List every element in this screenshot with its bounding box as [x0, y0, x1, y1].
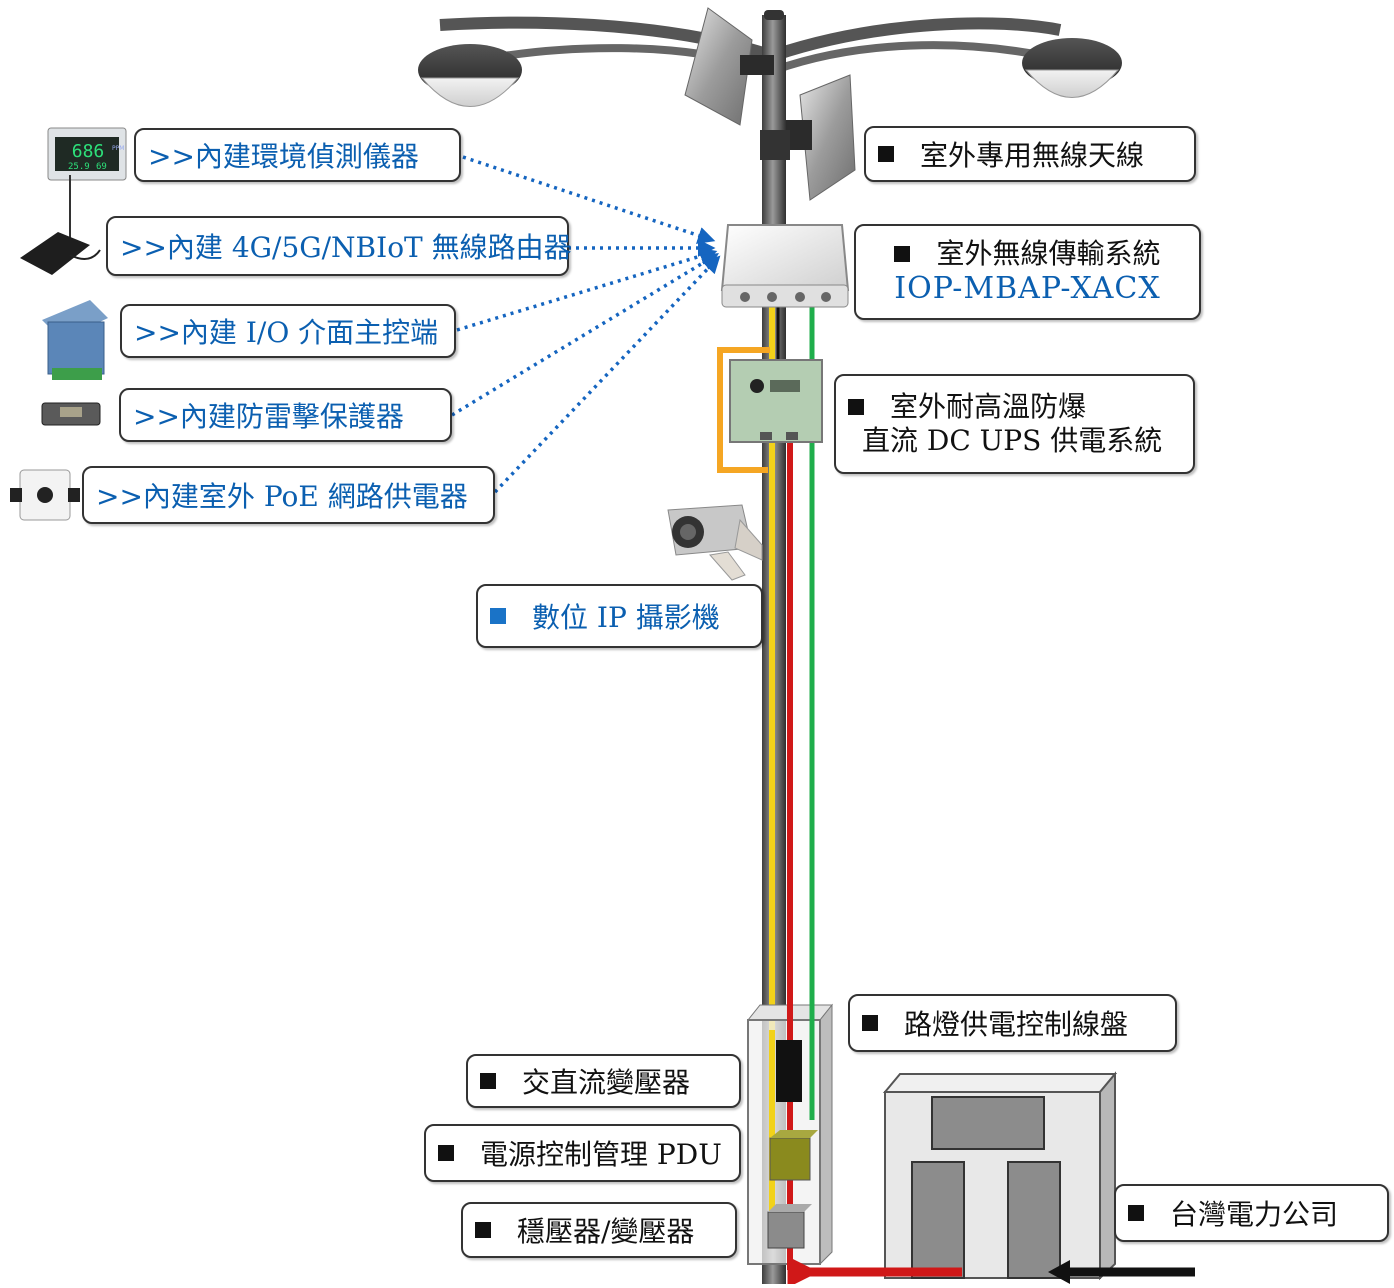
bullet-square-icon [878, 146, 894, 162]
arrow-surge [451, 253, 719, 417]
feature-arrows [451, 155, 721, 494]
label-ups: 室外耐高溫防爆 直流 DC UPS 供電系統 [834, 374, 1195, 474]
label-regulator: 穩壓器/變壓器 [461, 1202, 737, 1258]
bullet-square-icon [475, 1222, 491, 1238]
ups-box [729, 359, 823, 443]
feature-label-env-sensor: >>內建環境偵測儀器 [134, 128, 461, 182]
power-company-building [882, 1071, 1118, 1281]
label-wireless-text: 室外無線傳輸系統 [936, 237, 1161, 271]
svg-text:69: 69 [96, 162, 107, 172]
label-acdc-text: 交直流變壓器 [522, 1066, 691, 1099]
label-utility-text: 台灣電力公司 [1170, 1198, 1339, 1231]
bullet-square-icon [894, 246, 911, 262]
label-wireless-model: IOP-MBAP-XACX [894, 270, 1161, 306]
label-antenna: 室外專用無線天線 [864, 126, 1196, 182]
io-module-image [42, 300, 108, 380]
bullet-square-icon [438, 1145, 454, 1161]
bullet-square-icon [848, 399, 864, 416]
label-power-company: 台灣電力公司 [1114, 1184, 1389, 1242]
arrow-env [462, 155, 716, 244]
label-pdu: 電源控制管理 PDU [424, 1124, 741, 1182]
left-lamp [418, 44, 522, 107]
label-regulator-text: 穩壓器/變壓器 [517, 1215, 695, 1248]
label-ups-line2: 直流 DC UPS 供電系統 [862, 424, 1163, 457]
label-pdu-text: 電源控制管理 PDU [480, 1138, 722, 1171]
router-image [20, 175, 101, 275]
bullet-square-icon [490, 608, 506, 624]
sensor-reading: 686 [72, 141, 105, 162]
right-lamp [1022, 38, 1122, 98]
label-wireless-system: 室外無線傳輸系統 IOP-MBAP-XACX [854, 224, 1201, 320]
environment-sensor-image: 686 25.9 69 PPM [47, 127, 127, 181]
label-ip-camera: 數位 IP 攝影機 [476, 584, 763, 648]
label-acdc-transformer: 交直流變壓器 [466, 1054, 741, 1108]
feature-label-router: >>內建 4G/5G/NBIoT 無線路由器 [106, 216, 572, 276]
svg-text:25.9: 25.9 [68, 162, 90, 172]
ups-bypass-wire [717, 347, 770, 473]
poe-injector-image [10, 469, 80, 521]
bullet-square-icon [1128, 1205, 1144, 1221]
antenna-panels [684, 7, 856, 201]
feature-label-io: >>內建 I/O 介面主控端 [120, 304, 456, 358]
wireless-box [720, 224, 850, 308]
feature-label-poe: >>內建室外 PoE 網路供電器 [82, 466, 495, 524]
acdc-transformer-block [776, 1040, 802, 1102]
label-panel-text: 路燈供電控制線盤 [904, 1008, 1129, 1041]
control-panel-cabinet [746, 1000, 834, 1270]
feature-label-surge: >>內建防雷擊保護器 [119, 388, 452, 442]
label-camera-text: 數位 IP 攝影機 [532, 601, 720, 634]
svg-text:PPM: PPM [112, 145, 124, 152]
pdu-block [769, 1137, 811, 1181]
surge-protector-image [41, 402, 101, 426]
label-control-panel: 路燈供電控制線盤 [848, 994, 1177, 1052]
regulator-block [767, 1211, 805, 1249]
label-ups-line1: 室外耐高溫防爆 [890, 390, 1087, 424]
arrow-poe [493, 255, 721, 494]
bullet-square-icon [862, 1015, 878, 1031]
label-antenna-text: 室外專用無線天線 [920, 139, 1145, 172]
ip-camera-image [667, 504, 763, 581]
bullet-square-icon [480, 1073, 496, 1089]
